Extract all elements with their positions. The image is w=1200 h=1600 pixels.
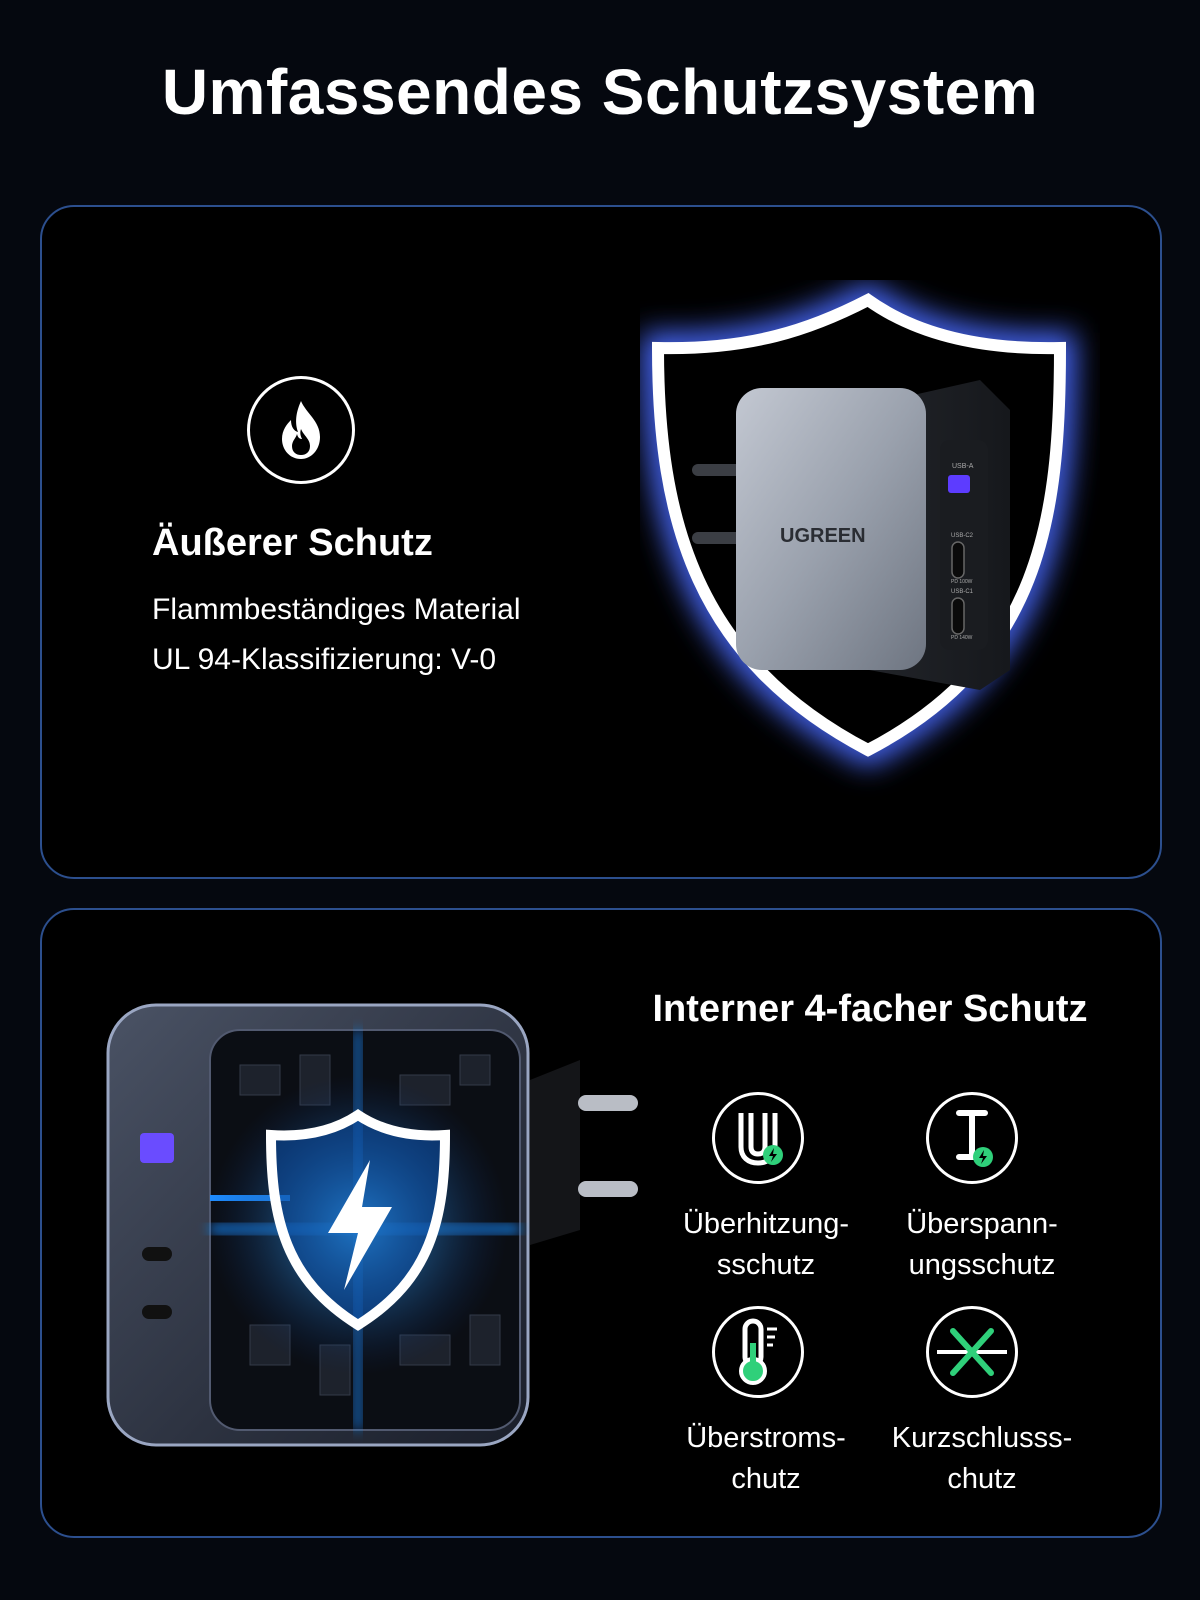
charger-port-label-pd140: PD 140W — [951, 635, 973, 641]
feature-label-overcurrent-line-2: chutz — [731, 1463, 801, 1495]
charger-port-label-usb-c2: USB-C2 — [951, 533, 974, 539]
feature-label-overheat-line-1: Überhitzung- — [682, 1208, 850, 1240]
charger-port-label-usb-a: USB-A — [952, 463, 974, 470]
feature-label-overvoltage-line-1: Überspann- — [906, 1208, 1058, 1240]
transparent-charger-illustration — [100, 985, 660, 1490]
feature-label-overvoltage: Überspann- ungsschutz — [872, 1204, 1092, 1286]
charger-brand-logo: UGREEN — [780, 525, 866, 547]
flame-icon — [247, 376, 355, 484]
outer-protection-heading: Äußerer Schutz — [152, 522, 433, 564]
feature-label-short-circuit: Kurzschlusss- chutz — [872, 1418, 1092, 1500]
page-title: Umfassendes Schutzsystem — [161, 56, 1039, 128]
feature-label-overheat-line-2: sschutz — [716, 1249, 816, 1281]
outer-protection-line-2: UL 94-Klassifizierung: V-0 — [152, 643, 497, 676]
thermometer-icon — [712, 1306, 804, 1398]
feature-label-overcurrent-line-1: Überstroms- — [686, 1422, 846, 1454]
outer-protection-line-1: Flammbeständiges Material — [152, 593, 521, 626]
glowing-shield-with-charger: USB-A USB-C2 PD 100W USB-C1 PD 140W UGRE… — [640, 280, 1100, 805]
feature-label-overvoltage-line-2: ungsschutz — [908, 1249, 1056, 1281]
charger-port-label-pd100: PD 100W — [951, 579, 973, 585]
feature-label-short-circuit-line-1: Kurzschlusss- — [891, 1422, 1073, 1454]
feature-label-overheat: Überhitzung- sschutz — [656, 1204, 876, 1286]
feature-label-overcurrent: Überstroms- chutz — [656, 1418, 876, 1500]
overheat-icon — [712, 1092, 804, 1184]
internal-protection-heading: Interner 4-facher Schutz — [652, 988, 1088, 1030]
feature-label-short-circuit-line-2: chutz — [947, 1463, 1017, 1495]
charger-port-label-usb-c1: USB-C1 — [951, 589, 974, 595]
overvoltage-icon — [926, 1092, 1018, 1184]
short-circuit-icon — [926, 1306, 1018, 1398]
